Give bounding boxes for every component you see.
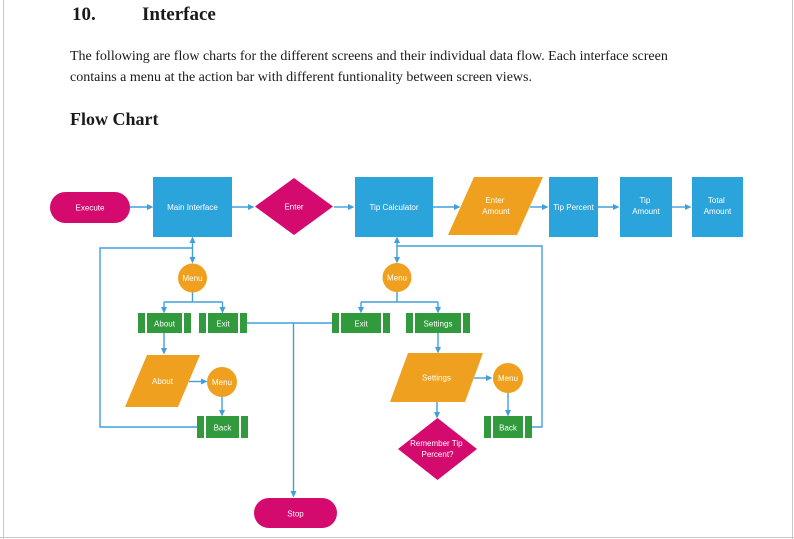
predefined-process-shape [406, 313, 470, 333]
node-label: Exit [354, 320, 368, 329]
data-shape [448, 177, 543, 235]
body-paragraph: The following are flow charts for the di… [70, 46, 760, 88]
label-line: Enter [485, 196, 504, 205]
node-label: Tip Calculator [369, 203, 418, 212]
connector-back-feedback-left [99, 247, 197, 428]
section-number: 10. [72, 4, 96, 25]
terminator-shape [254, 498, 337, 528]
node-about-screen: About [125, 355, 200, 407]
circle-shape [178, 263, 207, 293]
node-exit-item-main: Exit [199, 313, 247, 333]
node-tip-amount: Tip Amount [620, 177, 672, 237]
node-menu-about: Menu [207, 367, 237, 397]
predefined-process-shape [484, 416, 532, 438]
flow-chart-heading: Flow Chart [70, 109, 159, 129]
node-label: Menu [498, 374, 518, 383]
node-total-amount: Total Amount [692, 177, 743, 237]
circle-shape [207, 367, 237, 397]
predefined-process-shape [197, 416, 248, 438]
label-line: Percent? [421, 450, 454, 459]
node-label: Menu [182, 274, 202, 283]
node-label: Settings [422, 374, 451, 383]
label-line: Amount [632, 207, 660, 216]
paragraph-line: contains a menu at the action bar with d… [70, 70, 532, 85]
node-back-about: Back [197, 416, 248, 438]
node-main-interface: Main Interface [153, 177, 232, 237]
decision-shape [398, 418, 477, 480]
process-shape [620, 177, 672, 237]
circle-shape [382, 263, 412, 292]
node-label: Exit [216, 320, 230, 329]
page-edge-right [792, 0, 793, 539]
label-line: Amount [482, 207, 510, 216]
section-title: Interface [142, 4, 216, 25]
process-shape [549, 177, 598, 237]
node-settings-screen: Settings [390, 353, 483, 402]
predefined-process-shape [332, 313, 390, 333]
connector-back-feedback-right [397, 245, 543, 428]
node-back-settings: Back [484, 416, 532, 438]
node-remember-tip-percent: Remember Tip Percent? [398, 418, 477, 480]
node-enter: Enter [255, 178, 333, 235]
node-stop: Stop [254, 498, 337, 528]
node-tip-percent: Tip Percent [549, 177, 598, 237]
node-label: Menu [387, 274, 407, 283]
node-label: Remember Tip Percent? [410, 439, 465, 459]
node-label: Menu [212, 378, 232, 387]
node-label: Main Interface [167, 203, 218, 212]
terminator-shape [50, 192, 130, 223]
node-enter-amount: Enter Amount [448, 177, 543, 235]
label-line: Remember Tip [410, 439, 463, 448]
data-shape [390, 353, 483, 402]
label-line: Amount [704, 207, 732, 216]
node-menu-tip: Menu [382, 263, 412, 292]
circle-shape [493, 363, 523, 393]
node-menu-settings: Menu [493, 363, 523, 393]
node-label: About [154, 320, 176, 329]
predefined-process-shape [199, 313, 247, 333]
node-label: Back [499, 424, 518, 433]
node-label: About [152, 377, 174, 386]
node-tip-calculator: Tip Calculator [355, 177, 433, 237]
node-label: Tip Percent [553, 203, 594, 212]
label-line: Tip [639, 196, 650, 205]
node-settings-item: Settings [406, 313, 470, 333]
node-exit-item-tip: Exit [332, 313, 390, 333]
predefined-process-shape [138, 313, 191, 333]
node-menu-main: Menu [178, 263, 207, 293]
page-edge-left [3, 0, 4, 539]
page-edge-bottom [0, 537, 794, 538]
process-shape [153, 177, 232, 237]
data-shape [125, 355, 200, 407]
paragraph-line: The following are flow charts for the di… [70, 49, 668, 64]
node-label: Stop [287, 510, 304, 519]
label-line: Total [708, 196, 725, 205]
connector-menu-branch-right [361, 292, 438, 303]
node-label: Enter [284, 203, 303, 212]
node-label: Total Amount [704, 196, 732, 216]
decision-shape [255, 178, 333, 235]
node-label: Tip Amount [632, 196, 660, 216]
node-label: Settings [424, 320, 453, 329]
node-label: Execute [76, 204, 105, 213]
connector-menu-branch-left [164, 292, 223, 303]
process-shape [355, 177, 433, 237]
node-about-item: About [138, 313, 191, 333]
node-label: Enter Amount [482, 196, 510, 216]
node-label: Back [214, 424, 233, 433]
node-execute: Execute [50, 192, 130, 223]
process-shape [692, 177, 743, 237]
